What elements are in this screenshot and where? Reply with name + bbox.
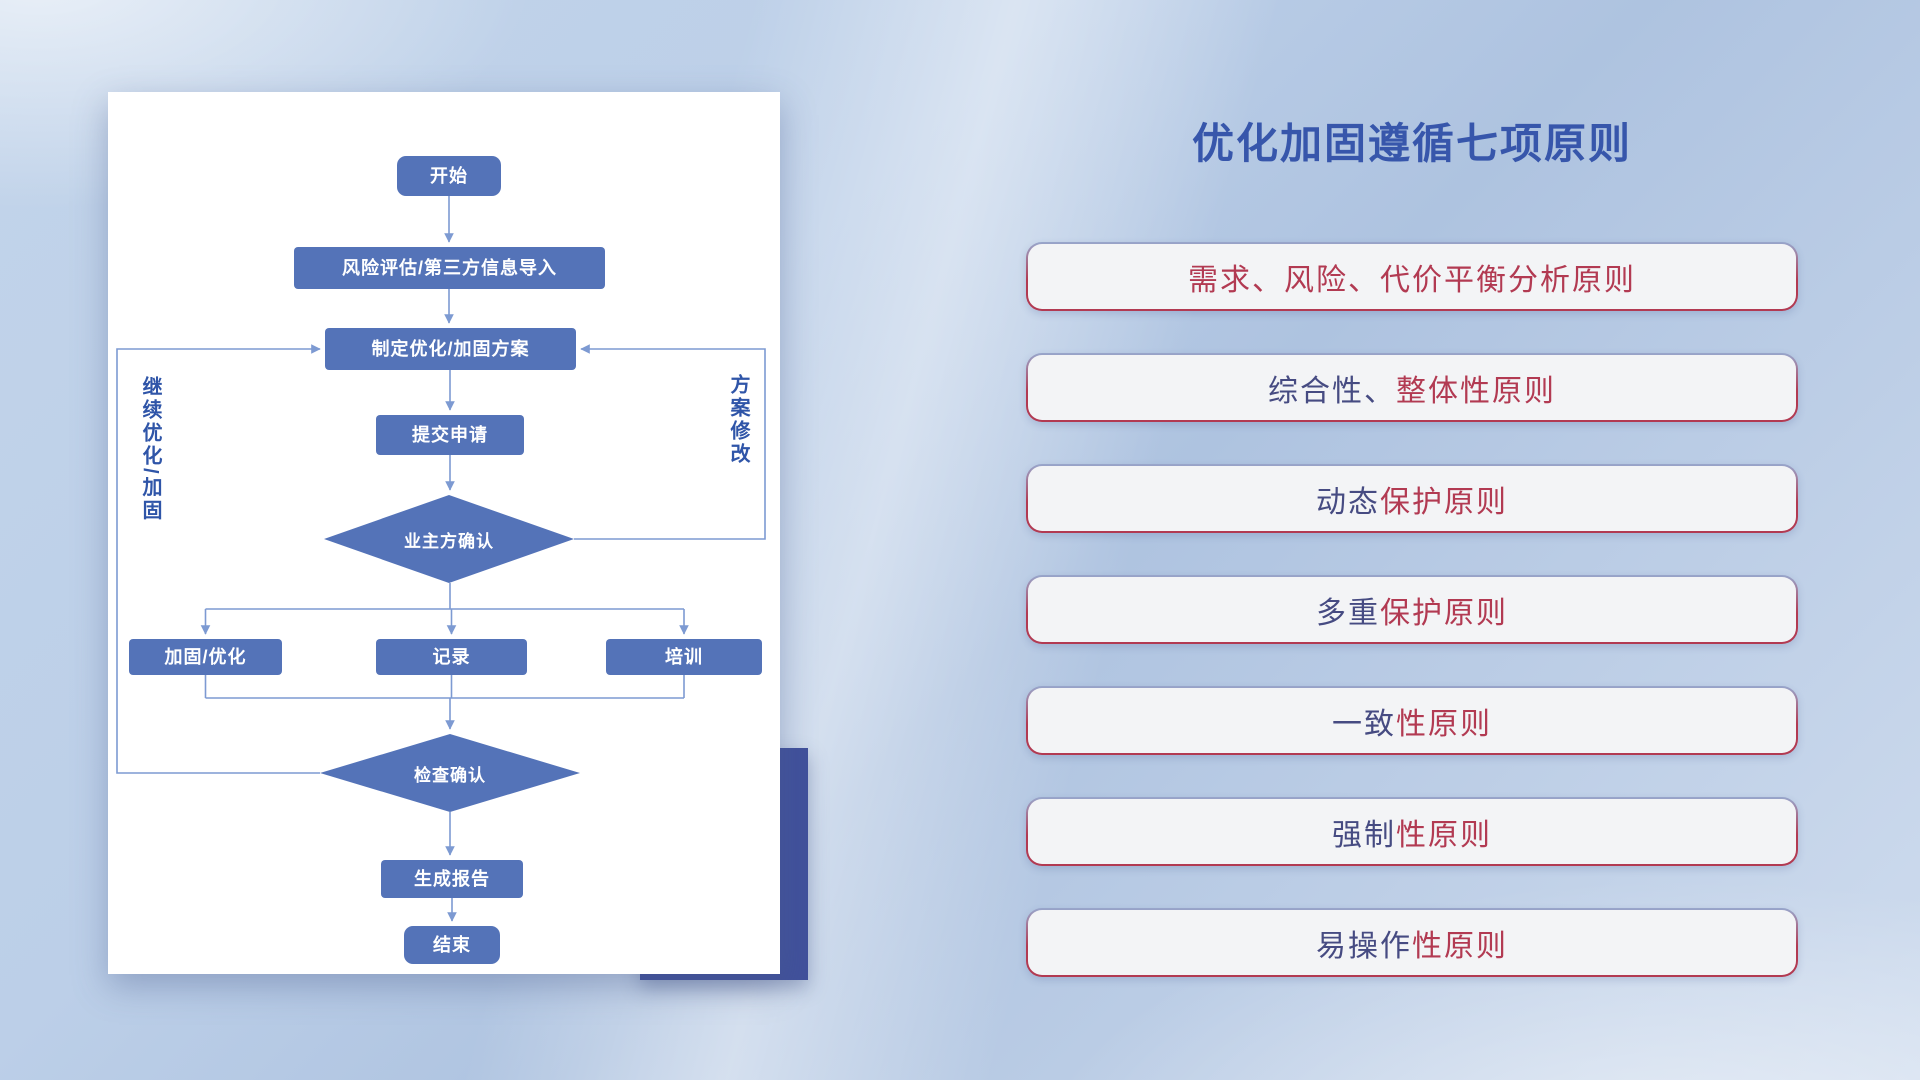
principle-label: 综合性、整体性原则: [1028, 355, 1796, 420]
principle-item: 易操作性原则: [1026, 908, 1798, 977]
flow-node-harden-optimize: 加固/优化: [129, 639, 282, 675]
principle-text-segment: 多重: [1316, 596, 1380, 630]
principle-item: 强制性原则: [1026, 797, 1798, 866]
principle-text-segment: 整体性原则: [1396, 374, 1556, 408]
flow-node-make-plan: 制定优化/加固方案: [325, 328, 576, 370]
principle-text-segment: 保护原则: [1380, 596, 1508, 630]
principle-item: 一致性原则: [1026, 686, 1798, 755]
flow-node-training: 培训: [606, 639, 762, 675]
principle-item: 需求、风险、代价平衡分析原则: [1026, 242, 1798, 311]
principle-text-segment: 需求、风险、代价平衡分析原则: [1188, 263, 1636, 297]
principle-text-segment: 性原则: [1396, 707, 1492, 741]
principle-item: 动态保护原则: [1026, 464, 1798, 533]
principle-label: 一致性原则: [1028, 688, 1796, 753]
principle-label: 多重保护原则: [1028, 577, 1796, 642]
flow-node-end: 结束: [404, 926, 500, 964]
principle-label: 易操作性原则: [1028, 910, 1796, 975]
principle-text-segment: 一致: [1332, 707, 1396, 741]
principle-text-segment: 保护原则: [1380, 485, 1508, 519]
flow-node-submit-request: 提交申请: [376, 415, 524, 455]
flow-node-generate-report: 生成报告: [381, 860, 523, 898]
principles-list: 需求、风险、代价平衡分析原则综合性、整体性原则动态保护原则多重保护原则一致性原则…: [1026, 242, 1798, 1019]
flowchart-card: 开始 风险评估/第三方信息导入 制定优化/加固方案 提交申请 业主方确认 加固/…: [108, 92, 780, 974]
principle-text-segment: 动态: [1316, 485, 1380, 519]
principle-item: 多重保护原则: [1026, 575, 1798, 644]
principle-label: 强制性原则: [1028, 799, 1796, 864]
flow-node-start: 开始: [397, 156, 501, 196]
loop-label-continue-optimize: 继续优化/加固: [139, 376, 161, 523]
principle-text-segment: 综合性、: [1268, 374, 1396, 408]
flow-node-record: 记录: [376, 639, 527, 675]
flow-node-risk-import: 风险评估/第三方信息导入: [294, 247, 605, 289]
loop-label-plan-revision: 方案修改: [727, 374, 749, 466]
principle-label: 动态保护原则: [1028, 466, 1796, 531]
principle-label: 需求、风险、代价平衡分析原则: [1028, 244, 1796, 309]
flowchart-connectors: [116, 196, 766, 922]
principle-item: 综合性、整体性原则: [1026, 353, 1798, 422]
principle-text-segment: 性原则: [1412, 929, 1508, 963]
principle-text-segment: 性原则: [1396, 818, 1492, 852]
principle-text-segment: 易操作: [1316, 929, 1412, 963]
page-title: 优化加固遵循七项原则: [1191, 120, 1632, 167]
principle-text-segment: 强制: [1332, 818, 1396, 852]
